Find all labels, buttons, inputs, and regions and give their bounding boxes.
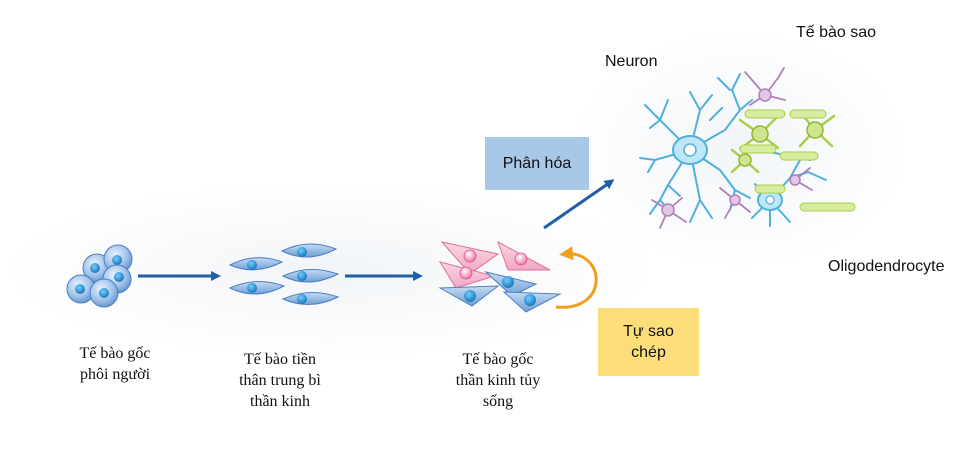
spinal-neural-stem-cells [438,240,562,313]
spindle-cell [280,243,338,258]
stage-1-label: Tế bào gốc phôi người [60,343,170,385]
stage-3-label: Tế bào gốc thần kinh tủy sống [433,349,563,412]
blue-neural-stem-cell [502,291,562,313]
spindle-cell [281,292,340,305]
stage-1-line-2: phôi người [79,366,151,383]
stage-3-line-1: Tế bào gốc [462,351,534,368]
stage-3-line-3: sống [482,393,514,410]
astrocyte-label: Tế bào sao [796,24,877,41]
neuron-label: Neuron [605,53,658,70]
stage-2-line-1: Tế bào tiền [244,351,316,368]
self-renewal-line-2: chép [631,344,666,361]
self-renewal-box: Tự sao chép [598,308,699,376]
differentiation-arrow [543,179,615,230]
differentiation-label: Phân hóa [502,155,572,172]
stage-2-line-3: thần kinh [250,393,310,410]
stem-cell [66,274,96,304]
background-haze [0,180,660,360]
neural-cell-cluster [639,67,856,229]
differentiation-box: Phân hóa [485,137,589,190]
stage-1-line-1: Tế bào gốc [79,345,151,362]
pink-neural-stem-cell [440,241,500,275]
spindle-cell [228,257,284,271]
oligodendrocyte-somas [661,88,801,217]
pink-neural-stem-cell [497,240,551,271]
embryonic-stem-cell-cluster [66,244,133,308]
stem-cell [89,278,119,308]
oligodendrocyte-label: Oligodendrocyte [828,258,945,275]
blue-neural-stem-cell [438,285,500,307]
self-renewal-arrow [555,246,598,309]
astrocyte-illustration [730,109,856,212]
pink-neural-stem-cell [438,261,496,289]
stage-2-line-2: thân trung bì [239,372,321,389]
stage-2-label: Tế bào tiền thân trung bì thần kinh [220,349,340,412]
self-renewal-line-1: Tự sao [623,323,674,340]
neuron-soma [672,135,783,211]
spindle-cell [281,269,340,283]
stage-3-line-2: thần kinh tủy [455,372,541,389]
spindle-cell [228,281,286,295]
neural-mesoderm-precursor-cells [228,243,340,305]
blue-neural-stem-cell [484,271,538,297]
